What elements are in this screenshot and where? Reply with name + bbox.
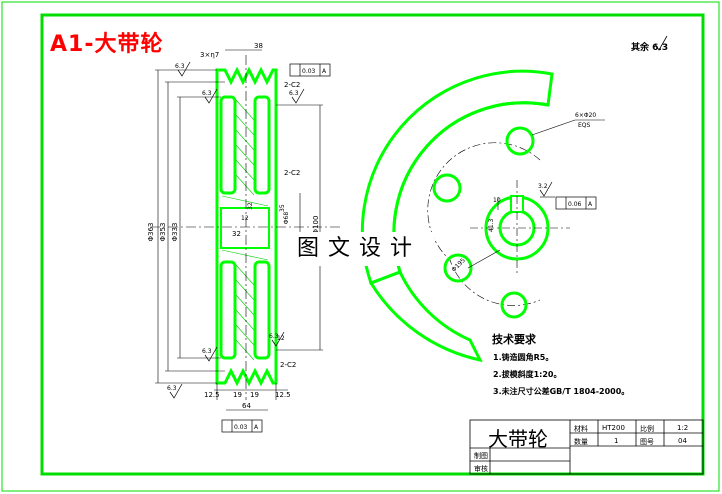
- bottom-dim-2: 19: [233, 391, 242, 399]
- runout-frame-top: 0.03 A: [289, 63, 331, 77]
- drawing-title: A1-大带轮: [50, 32, 164, 57]
- scale-label: 比例: [640, 425, 654, 433]
- roughness-4: 6.3: [202, 348, 212, 355]
- lightening-hole-4: [500, 291, 528, 319]
- lightening-hole-2: [432, 173, 462, 203]
- key-datum-value: 0.06: [568, 201, 582, 208]
- scale-value: 1:2: [677, 424, 689, 432]
- qty-value: 1: [614, 437, 619, 445]
- title-block-grid: [469, 419, 704, 475]
- watermark-label: 图文设计: [284, 232, 434, 266]
- bottom-dim-1: 12.5: [204, 391, 220, 399]
- roughness-other-symbol: [654, 35, 668, 51]
- runout-top-value: 0.03: [302, 68, 316, 75]
- groove-width: 38: [254, 42, 263, 50]
- overall-width-dim: 64: [242, 402, 251, 410]
- tech-requirement-3: 3.未注尺寸公差GB/T 1804-2000。: [493, 387, 630, 396]
- roughness-note: 其余 6.3: [631, 43, 669, 53]
- chamfer-2: 2-C2: [284, 169, 300, 177]
- hub-bore-mark: Φ68: [283, 212, 290, 225]
- drawing-no-value: 04: [678, 437, 687, 445]
- chamfer-3: 2-C2: [280, 361, 296, 369]
- runout-bottom-value: 0.03: [234, 424, 248, 431]
- svg-text:32: 32: [247, 202, 254, 210]
- roughness-6: 6.3: [167, 385, 177, 392]
- tech-requirements-title: 技术要求: [492, 333, 536, 346]
- lightening-hole-1: [505, 126, 535, 156]
- svg-text:35: 35: [279, 204, 286, 212]
- roughness-5: 6.3: [269, 333, 279, 340]
- roughness-2: 6.3: [202, 90, 212, 97]
- material-label: 材料: [574, 425, 588, 433]
- roughness-1: 6.3: [175, 63, 185, 70]
- pulley-front-view: 6×Φ20 EQS 10 41.3 Φ195 3.2 0.06 A: [360, 69, 605, 363]
- roughness-3: 6.3: [289, 90, 299, 97]
- pitch-circle: [427, 142, 541, 306]
- checker-label: 审核: [474, 465, 488, 473]
- key-datum-letter: A: [588, 201, 593, 208]
- dim-d100: Φ100: [312, 216, 320, 235]
- holes-callout: 6×Φ20: [575, 112, 596, 119]
- drafter-label: 制图: [474, 452, 488, 460]
- holes-eqs: EQS: [578, 122, 591, 129]
- drawing-no-label: 图号: [640, 438, 654, 446]
- hub-bore: [220, 207, 270, 249]
- material-value: HT200: [602, 424, 625, 432]
- hub-width-label: 32: [232, 230, 241, 238]
- dim-d353: Φ353: [159, 223, 167, 242]
- diameter-dimensions: [155, 49, 323, 411]
- part-name: 大带轮: [488, 427, 548, 451]
- dim-d333: Φ333: [171, 223, 179, 242]
- groove-callout: 3×η7: [200, 51, 219, 59]
- bottom-dim-4: 12.5: [275, 391, 291, 399]
- lightening-hole-3: [443, 253, 473, 283]
- pulley-section-view: Φ363 Φ353 Φ333 Φ100 Φ68 32 3×η7 38 2-C2 …: [147, 42, 340, 433]
- key-roughness: 3.2: [538, 183, 548, 190]
- hub-dims: 12 32 35 12: [241, 202, 286, 342]
- roughness-symbols: [169, 61, 305, 399]
- rim-outer-arc-lower: [368, 270, 483, 363]
- tech-requirement-2: 2.拔模斜度1:20。: [493, 370, 562, 379]
- svg-text:12: 12: [241, 215, 249, 222]
- qty-label: 数量: [574, 438, 588, 446]
- keyway-width: 10: [493, 197, 501, 204]
- tech-requirement-1: 1.铸造圆角R5。: [493, 353, 554, 362]
- runout-top-datum: A: [322, 68, 327, 75]
- keyway-depth: 41.3: [488, 218, 495, 232]
- svg-text:12: 12: [277, 335, 285, 342]
- bottom-dim-3: 19: [250, 391, 259, 399]
- web-cutout-top: [219, 95, 237, 195]
- section-hatching: [221, 99, 269, 361]
- key-datum-frame: 0.06 A: [555, 196, 597, 210]
- runout-frame-bottom: 0.03 A: [221, 419, 263, 433]
- web-cutout-top-right: [253, 95, 271, 195]
- inner-frame: [40, 13, 705, 476]
- web-cutout-bottom: [219, 260, 237, 360]
- web-cutout-bottom-right: [253, 260, 271, 360]
- pcd-label: Φ195: [450, 257, 467, 274]
- dim-d363: Φ363: [147, 223, 155, 242]
- chamfer-1: 2-C2: [284, 81, 300, 89]
- runout-bottom-datum: A: [254, 424, 259, 431]
